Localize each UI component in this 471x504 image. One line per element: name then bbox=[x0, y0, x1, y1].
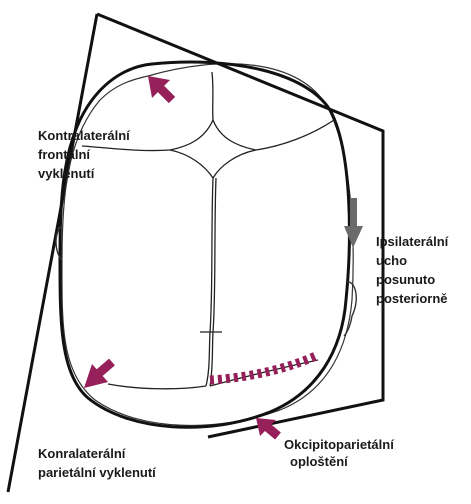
trapezoid-outline bbox=[8, 14, 383, 492]
occipital-arrow-icon bbox=[256, 418, 278, 436]
ear-label-line-4: posteriorně bbox=[376, 289, 448, 308]
frontal-label-line-2: frontální bbox=[38, 145, 130, 164]
ear-label-line-2: ucho bbox=[376, 251, 448, 270]
occipital-label-line-1: Okcipitoparietální bbox=[284, 436, 394, 453]
frontal-arrow-icon bbox=[148, 76, 172, 100]
sutures bbox=[82, 72, 334, 389]
parietal-label-line-1: Konralaterální bbox=[38, 444, 156, 463]
ear-label-line-3: posunuto bbox=[376, 270, 448, 289]
frontal-label-line-1: Kontralaterální bbox=[38, 126, 130, 145]
frontal-label: Kontralaterální frontální vyklenutí bbox=[38, 126, 130, 183]
occipital-label-line-2: oploštění bbox=[284, 453, 394, 470]
flattening-dashes bbox=[210, 355, 318, 380]
ear-arrow-icon bbox=[344, 198, 363, 248]
occipital-label: Okcipitoparietální oploštění bbox=[284, 436, 394, 470]
parietal-label: Konralaterální parietální vyklenutí bbox=[38, 444, 156, 482]
ear-label: Ipsilaterální ucho posunuto posteriorně bbox=[376, 232, 448, 308]
parietal-arrow-icon bbox=[84, 362, 112, 388]
parietal-label-line-2: parietální vyklenutí bbox=[38, 463, 156, 482]
frontal-label-line-3: vyklenutí bbox=[38, 164, 130, 183]
ear-label-line-1: Ipsilaterální bbox=[376, 232, 448, 251]
